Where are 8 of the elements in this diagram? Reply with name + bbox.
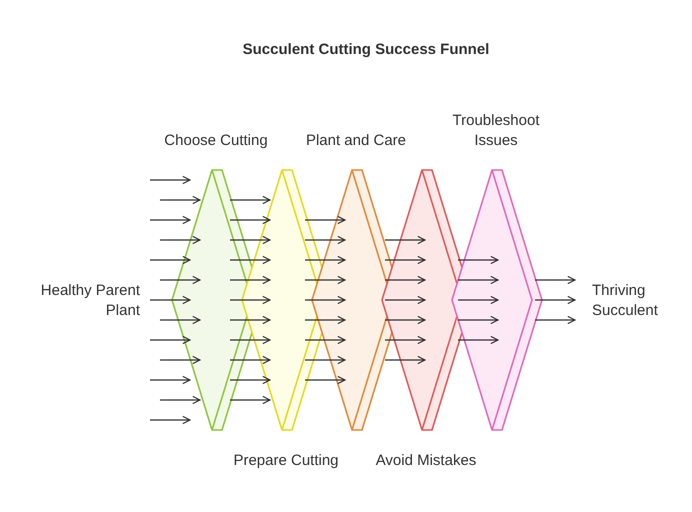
- stage-label: Avoid Mistakes: [374, 451, 478, 471]
- stage-label: Troubleshoot Issues: [452, 111, 540, 151]
- stage-label: Choose Cutting: [163, 131, 269, 151]
- diagram-title: Succulent Cutting Success Funnel: [242, 40, 490, 60]
- stage-label: Plant and Care: [304, 131, 408, 151]
- end-label: Thriving Succulent: [592, 281, 659, 321]
- stage-label: Prepare Cutting: [232, 451, 340, 471]
- end-label: Healthy Parent Plant: [40, 281, 140, 321]
